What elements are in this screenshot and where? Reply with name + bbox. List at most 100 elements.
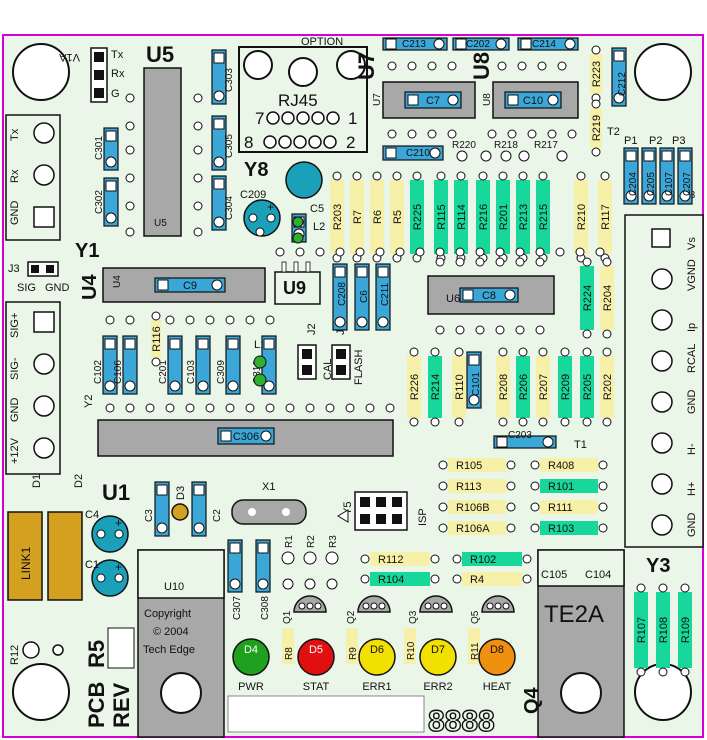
- resistor-r116: R116: [151, 311, 163, 367]
- resistor-r6: R6: [370, 171, 384, 263]
- resistor-r106a-label: R106A: [456, 523, 490, 535]
- resistor-r106b-label: R106B: [456, 502, 490, 514]
- c106-label: C106: [113, 360, 124, 384]
- resistor-r210-label: R210: [576, 204, 588, 230]
- p3-label: P3: [672, 135, 685, 147]
- c7-label: C7: [426, 95, 440, 107]
- interface-terminal-label-4: GND: [686, 390, 698, 415]
- d1-diode: [7, 511, 43, 601]
- resistor-r110-label: R110: [454, 374, 466, 399]
- y2-chip: [97, 419, 394, 457]
- led-label-d8: HEAT: [483, 681, 512, 693]
- y3-label: Y3: [646, 555, 670, 577]
- resistor-r205: R205: [580, 347, 594, 427]
- c208: [332, 263, 348, 331]
- isp-pin1-arrow: [337, 509, 349, 523]
- led-ref-d4: D4: [244, 644, 258, 656]
- c305: [211, 115, 227, 171]
- mounting-hole-tl: [12, 43, 70, 101]
- d2-diode: [47, 511, 83, 601]
- resistor-r106a: R106A: [438, 521, 516, 535]
- d3-label: D3: [175, 486, 187, 500]
- c2: [191, 481, 207, 537]
- transistor-q3-label: Q3: [408, 610, 419, 624]
- v1a-label: V1A: [59, 51, 80, 63]
- resistor-r207: R207: [536, 347, 550, 427]
- c205: [641, 147, 657, 205]
- c10: C10: [504, 91, 562, 109]
- v1a-tx-label: Tx: [111, 49, 124, 61]
- u5-label: U5: [146, 42, 174, 67]
- x1-crystal: [231, 499, 307, 525]
- r12-label: R12: [9, 645, 21, 665]
- c303: [211, 49, 227, 105]
- c204: [623, 147, 639, 205]
- led-label-d6: ERR1: [362, 681, 391, 693]
- d2-label: D2: [73, 474, 85, 488]
- c6-label: C6: [359, 290, 370, 303]
- resistor-r7: R7: [350, 171, 364, 263]
- resistor-r219: R219: [590, 99, 603, 157]
- c306: C306: [217, 427, 275, 445]
- resistor-r103: R103: [530, 521, 608, 535]
- resistor-r108: R108: [656, 583, 670, 677]
- transistor-q1: Q1: [282, 595, 327, 624]
- q4-label: Q4: [521, 686, 543, 714]
- svg-text:C210: C210: [406, 148, 430, 159]
- c211: [375, 263, 391, 331]
- c203: [493, 435, 557, 449]
- u7-label: U7: [354, 52, 379, 80]
- sensor-terminal-label-1: SIG-: [9, 357, 21, 380]
- resistor-r204-label: R204: [602, 285, 614, 311]
- svg-text:+: +: [115, 516, 122, 530]
- p2-label: P2: [649, 135, 662, 147]
- resistor-r117-label: R117: [600, 204, 612, 229]
- svg-text:+: +: [115, 560, 122, 574]
- d1-label: D1: [31, 474, 43, 488]
- resistor-r109-label: R109: [680, 617, 692, 643]
- resistor-r408: R408: [530, 458, 608, 472]
- v1a-rx-label: Rx: [111, 68, 125, 80]
- c4: +C4: [85, 509, 129, 553]
- u4-small-label: U4: [112, 275, 123, 288]
- resistor-r202: R202: [600, 347, 614, 427]
- c104-label: C104: [585, 569, 611, 581]
- transistor-q5-label: Q5: [470, 610, 481, 624]
- c3: [154, 481, 170, 537]
- serial-terminal-label-2: GND: [9, 201, 21, 226]
- serial-terminal-label-0: Tx: [9, 128, 21, 141]
- transistor-q2: Q2: [346, 595, 391, 624]
- c212: [611, 47, 627, 107]
- c205-label: C205: [646, 172, 657, 196]
- resistor-r3-label: R3: [328, 535, 339, 548]
- c213: [382, 37, 448, 51]
- c305-label: C305: [224, 134, 235, 158]
- c302: [103, 177, 119, 227]
- resistor-r104: R104: [360, 572, 440, 586]
- transistor-q1-label: Q1: [282, 610, 293, 624]
- t1-label: T1: [574, 439, 587, 451]
- resistor-r108-label: R108: [658, 617, 670, 643]
- c306-label: C306: [233, 431, 259, 443]
- y8-label: Y8: [244, 159, 268, 181]
- svg-text:+: +: [267, 200, 274, 214]
- u4-label: U4: [79, 274, 101, 300]
- c308: [255, 539, 271, 593]
- resistor-r105: R105: [438, 458, 516, 472]
- resistor-r10-label: R10: [406, 641, 417, 660]
- resistor-r213-label: R213: [518, 204, 530, 230]
- c309-label: C309: [216, 360, 227, 384]
- copyright-line-2: © 2004: [153, 626, 189, 638]
- p1-label: P1: [624, 135, 637, 147]
- sensor-terminal-label-2: GND: [9, 398, 21, 423]
- sensor-terminal-label-3: +12V: [9, 437, 21, 464]
- resistor-r113-label: R113: [456, 481, 481, 493]
- resistor-r107-label: R107: [636, 617, 648, 643]
- resistor-r109: R109: [678, 583, 692, 677]
- c307-label: C307: [232, 596, 243, 620]
- c209: +C209: [240, 189, 281, 237]
- resistor-r202-label: R202: [602, 374, 614, 400]
